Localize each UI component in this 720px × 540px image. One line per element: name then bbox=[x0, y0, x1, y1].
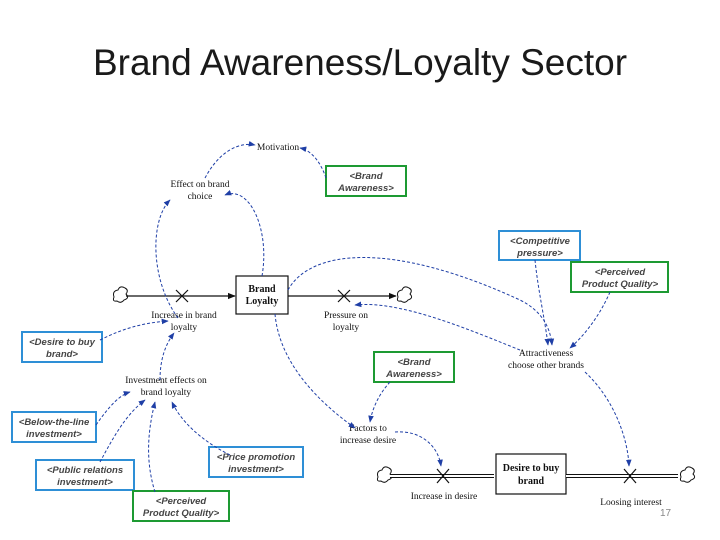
svg-text:Product Quality>: Product Quality> bbox=[143, 508, 220, 519]
link-attractiveness-to-loosing bbox=[584, 371, 632, 467]
cloud-source-top bbox=[112, 286, 129, 303]
var-attractiveness: Attractiveness choose other brands bbox=[508, 349, 584, 371]
var-increase-in-desire: Increase in desire bbox=[411, 492, 477, 502]
svg-text:Desire to buy: Desire to buy bbox=[503, 463, 559, 474]
link-competitive-to-attractiveness bbox=[534, 259, 551, 346]
var-loosing-interest: Loosing interest bbox=[600, 498, 662, 508]
cloud-source-bottom bbox=[376, 466, 393, 483]
link-factors-to-increase-desire bbox=[394, 431, 443, 467]
shadow-public-relations: <Public relations investment> bbox=[35, 459, 135, 491]
svg-text:investment>: investment> bbox=[228, 464, 284, 475]
svg-text:<Price promotion: <Price promotion bbox=[217, 452, 296, 463]
var-effect-on-brand-choice: Effect on brand choice bbox=[171, 179, 230, 202]
valve-pressure-on-loyalty bbox=[337, 289, 351, 303]
svg-text:Motivation: Motivation bbox=[257, 143, 299, 153]
svg-text:Awareness>: Awareness> bbox=[337, 183, 394, 194]
svg-text:choose other brands: choose other brands bbox=[508, 361, 584, 371]
svg-text:investment>: investment> bbox=[57, 477, 113, 488]
link-quality-to-investment bbox=[148, 401, 157, 493]
svg-text:<Perceived: <Perceived bbox=[156, 496, 207, 507]
link-desire-shadow-to-increase bbox=[99, 318, 169, 341]
svg-text:Increase in desire: Increase in desire bbox=[411, 492, 477, 502]
stock-desire-to-buy-brand: Desire to buy brand bbox=[495, 453, 567, 495]
link-pr-to-investment bbox=[99, 399, 146, 463]
svg-text:<Brand: <Brand bbox=[350, 171, 383, 182]
valve-increase-brand-loyalty bbox=[175, 289, 189, 303]
link-awareness-to-factors bbox=[368, 381, 391, 423]
svg-text:pressure>: pressure> bbox=[516, 248, 563, 259]
shadow-perceived-quality-right: <Perceived Product Quality> bbox=[570, 261, 669, 293]
svg-text:Pressure on: Pressure on bbox=[324, 311, 368, 321]
svg-text:Brand: Brand bbox=[248, 284, 276, 295]
svg-text:<Brand: <Brand bbox=[398, 357, 431, 368]
page-number: 17 bbox=[660, 508, 672, 519]
svg-text:Investment effects on: Investment effects on bbox=[125, 375, 207, 386]
shadow-competitive-pressure: <Competitive pressure> bbox=[498, 230, 581, 261]
svg-text:<Below-the-line: <Below-the-line bbox=[19, 417, 90, 428]
svg-text:increase desire: increase desire bbox=[340, 436, 396, 446]
shadow-below-the-line: <Below-the-line investment> bbox=[11, 411, 97, 443]
svg-text:investment>: investment> bbox=[26, 429, 82, 440]
svg-text:Attractiveness: Attractiveness bbox=[519, 349, 574, 359]
link-loyalty-to-factors bbox=[274, 313, 356, 429]
svg-text:Loyalty: Loyalty bbox=[246, 296, 279, 307]
svg-text:brand: brand bbox=[518, 476, 545, 487]
svg-text:brand>: brand> bbox=[46, 349, 78, 360]
svg-text:loyalty: loyalty bbox=[171, 323, 198, 333]
svg-text:Effect on brand: Effect on brand bbox=[171, 179, 230, 190]
svg-text:Product Quality>: Product Quality> bbox=[582, 279, 659, 290]
svg-text:<Competitive: <Competitive bbox=[510, 236, 571, 247]
svg-text:<Perceived: <Perceived bbox=[595, 267, 646, 278]
var-increase-in-brand-loyalty: Increase in brand loyalty bbox=[151, 311, 217, 333]
shadow-brand-awareness-top: <Brand Awareness> bbox=[325, 165, 407, 197]
var-investment-effects: Investment effects on brand loyalty bbox=[125, 375, 207, 398]
shadow-perceived-quality-bottom: <Perceived Product Quality> bbox=[132, 490, 230, 522]
svg-text:Loosing interest: Loosing interest bbox=[600, 498, 662, 508]
shadow-desire-to-buy-brand: <Desire to buy brand> bbox=[21, 331, 103, 363]
link-investment-to-increase bbox=[159, 332, 175, 381]
shadow-brand-awareness-mid: <Brand Awareness> bbox=[373, 351, 455, 383]
link-loyalty-to-attractiveness bbox=[287, 257, 555, 346]
svg-text:Awareness>: Awareness> bbox=[385, 369, 442, 380]
link-effect-to-motivation bbox=[204, 141, 256, 179]
svg-text:brand loyalty: brand loyalty bbox=[141, 388, 192, 398]
cloud-sink-top bbox=[396, 286, 413, 303]
link-effect-to-increase bbox=[155, 199, 179, 319]
svg-text:loyalty: loyalty bbox=[333, 323, 360, 333]
svg-text:choice: choice bbox=[188, 192, 213, 202]
valve-loosing-interest bbox=[623, 468, 637, 484]
link-quality-to-attractiveness bbox=[569, 291, 611, 349]
var-motivation: Motivation bbox=[257, 143, 299, 153]
causal-links bbox=[95, 141, 632, 493]
stock-brand-loyalty: Brand Loyalty bbox=[235, 275, 289, 315]
slide-title: Brand Awareness/Loyalty Sector bbox=[92, 42, 628, 83]
svg-text:<Desire to buy: <Desire to buy bbox=[29, 337, 95, 348]
link-below-line-to-investment bbox=[95, 391, 131, 426]
cloud-sink-bottom bbox=[679, 466, 696, 483]
link-attractiveness-to-pressure bbox=[354, 301, 521, 351]
var-pressure-on-loyalty: Pressure on loyalty bbox=[324, 311, 368, 333]
svg-text:Factors to: Factors to bbox=[349, 424, 387, 434]
link-awareness-to-motivation bbox=[299, 146, 327, 179]
svg-text:Increase in brand: Increase in brand bbox=[151, 311, 217, 321]
valve-increase-in-desire bbox=[436, 468, 450, 484]
link-price-to-investment bbox=[171, 401, 231, 456]
var-factors-to-increase-desire: Factors to increase desire bbox=[340, 424, 396, 446]
link-loyalty-to-effect bbox=[224, 190, 265, 277]
svg-text:<Public relations: <Public relations bbox=[47, 465, 123, 476]
